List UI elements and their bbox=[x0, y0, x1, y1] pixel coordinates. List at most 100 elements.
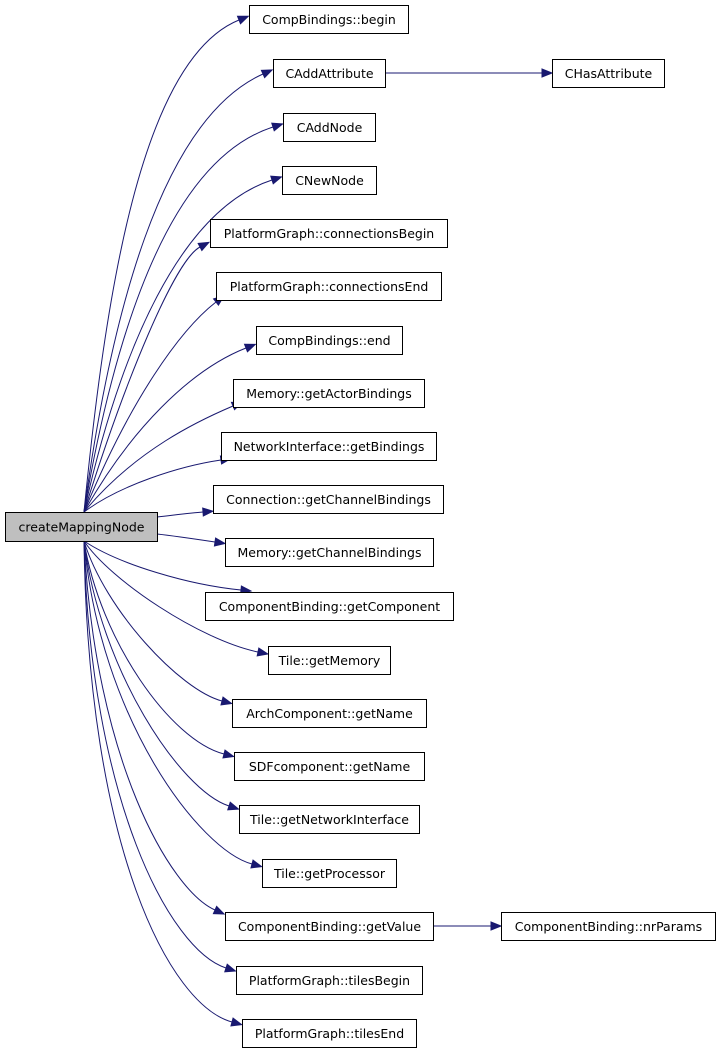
edge-line bbox=[83, 73, 264, 513]
edge-arrowhead bbox=[260, 69, 274, 79]
function-node-label: CompBindings::end bbox=[268, 333, 390, 348]
function-node-box[interactable] bbox=[221, 432, 437, 461]
function-node[interactable]: CAddAttribute bbox=[273, 59, 386, 88]
function-node[interactable]: CompBindings::begin bbox=[249, 5, 409, 34]
function-node[interactable]: Memory::getActorBindings bbox=[233, 379, 425, 408]
function-node-box[interactable] bbox=[205, 592, 454, 621]
root-node-label: createMappingNode bbox=[19, 520, 145, 535]
function-node-label: CAddAttribute bbox=[285, 66, 373, 81]
function-node-box[interactable] bbox=[552, 59, 665, 88]
function-node[interactable]: PlatformGraph::connectionsEnd bbox=[216, 272, 442, 301]
function-node[interactable]: Tile::getNetworkInterface bbox=[239, 805, 420, 834]
function-node[interactable]: CNewNode bbox=[282, 166, 377, 195]
function-node-box[interactable] bbox=[225, 538, 434, 567]
function-node[interactable]: ComponentBinding::nrParams bbox=[501, 912, 716, 941]
function-node-label: CompBindings::begin bbox=[262, 12, 396, 27]
root-node[interactable]: createMappingNode bbox=[5, 512, 158, 542]
function-node-label: SDFcomponent::getName bbox=[249, 759, 411, 774]
function-node-box[interactable] bbox=[216, 272, 442, 301]
edge-root-to-n0 bbox=[83, 15, 250, 513]
function-node-label: PlatformGraph::tilesBegin bbox=[249, 973, 410, 988]
function-node-label: CHasAttribute bbox=[565, 66, 653, 81]
edge-line bbox=[83, 19, 240, 513]
function-node[interactable]: ComponentBinding::getValue bbox=[225, 912, 434, 941]
edge-arrowhead bbox=[230, 1017, 243, 1027]
root-node-box[interactable] bbox=[5, 512, 158, 542]
edge-arrowhead bbox=[224, 963, 237, 973]
function-node-box[interactable] bbox=[249, 5, 409, 34]
function-node[interactable]: NetworkInterface::getBindings bbox=[221, 432, 437, 461]
edge-line bbox=[83, 459, 222, 513]
edge-root-to-n16 bbox=[83, 540, 240, 811]
edge-arrowhead bbox=[270, 175, 283, 185]
function-node[interactable]: ComponentBinding::getComponent bbox=[205, 592, 454, 621]
function-node[interactable]: SDFcomponent::getName bbox=[234, 752, 425, 781]
function-node-box[interactable] bbox=[282, 166, 377, 195]
function-node-label: Memory::getChannelBindings bbox=[238, 545, 422, 560]
edge-arrowhead bbox=[236, 15, 250, 25]
function-node[interactable]: PlatformGraph::tilesEnd bbox=[242, 1019, 417, 1048]
function-node[interactable]: Tile::getProcessor bbox=[262, 859, 397, 888]
function-node-label: Tile::getProcessor bbox=[273, 866, 386, 881]
edge-n1-to-n2 bbox=[385, 68, 554, 78]
edge-arrowhead bbox=[490, 921, 503, 931]
edge-root-to-n18 bbox=[83, 540, 226, 915]
edge-root-to-n11 bbox=[156, 533, 227, 547]
edge-n18-to-n19 bbox=[433, 921, 503, 931]
function-node-label: ArchComponent::getName bbox=[246, 706, 413, 721]
edge-arrowhead bbox=[222, 749, 235, 759]
edge-root-to-n7 bbox=[83, 343, 257, 513]
function-node-box[interactable] bbox=[256, 326, 403, 355]
edge-line bbox=[156, 511, 204, 518]
edge-arrowhead bbox=[250, 859, 263, 869]
function-node[interactable]: Connection::getChannelBindings bbox=[213, 485, 444, 514]
edge-line bbox=[83, 540, 227, 969]
function-node[interactable]: Tile::getMemory bbox=[268, 646, 391, 675]
function-node-box[interactable] bbox=[225, 912, 434, 941]
function-node-label: PlatformGraph::tilesEnd bbox=[255, 1026, 404, 1041]
edge-root-to-n9 bbox=[83, 455, 233, 513]
function-node-box[interactable] bbox=[236, 966, 423, 995]
edge-arrowhead bbox=[213, 537, 227, 547]
edge-root-to-n20 bbox=[83, 540, 237, 973]
function-node-box[interactable] bbox=[233, 379, 425, 408]
edge-line bbox=[83, 540, 230, 807]
function-node-box[interactable] bbox=[273, 59, 386, 88]
function-node[interactable]: PlatformGraph::tilesBegin bbox=[236, 966, 423, 995]
edge-line bbox=[83, 301, 217, 513]
function-node-box[interactable] bbox=[283, 113, 376, 142]
function-node[interactable]: Memory::getChannelBindings bbox=[225, 538, 434, 567]
function-node-box[interactable] bbox=[262, 859, 397, 888]
function-node[interactable]: CAddNode bbox=[283, 113, 376, 142]
function-node[interactable]: CHasAttribute bbox=[552, 59, 665, 88]
function-node-box[interactable] bbox=[242, 1019, 417, 1048]
edge-arrowhead bbox=[256, 647, 270, 657]
function-node-box[interactable] bbox=[232, 699, 427, 728]
edge-line bbox=[83, 405, 234, 513]
function-node-label: CNewNode bbox=[295, 173, 364, 188]
edge-root-to-n14 bbox=[83, 540, 233, 706]
function-node-box[interactable] bbox=[213, 485, 444, 514]
function-node-label: ComponentBinding::nrParams bbox=[515, 919, 702, 934]
edge-arrowhead bbox=[212, 905, 226, 915]
function-node-label: ComponentBinding::getComponent bbox=[219, 599, 440, 614]
function-node-box[interactable] bbox=[210, 219, 448, 248]
function-node[interactable]: PlatformGraph::connectionsBegin bbox=[210, 219, 448, 248]
function-node[interactable]: CompBindings::end bbox=[256, 326, 403, 355]
function-node-box[interactable] bbox=[268, 646, 391, 675]
function-node[interactable]: ArchComponent::getName bbox=[232, 699, 427, 728]
function-node-label: NetworkInterface::getBindings bbox=[234, 439, 425, 454]
function-node-box[interactable] bbox=[239, 805, 420, 834]
edge-root-to-n5 bbox=[83, 241, 211, 513]
edge-line bbox=[83, 540, 233, 1023]
edge-arrowhead bbox=[220, 696, 233, 706]
edge-root-to-n15 bbox=[83, 540, 235, 759]
edge-arrowhead bbox=[227, 801, 240, 811]
function-node-box[interactable] bbox=[234, 752, 425, 781]
edge-root-to-n4 bbox=[83, 175, 283, 513]
edge-line bbox=[83, 126, 274, 513]
function-node-box[interactable] bbox=[501, 912, 716, 941]
function-node-label: PlatformGraph::connectionsBegin bbox=[224, 226, 434, 241]
function-node-label: Memory::getActorBindings bbox=[246, 386, 412, 401]
